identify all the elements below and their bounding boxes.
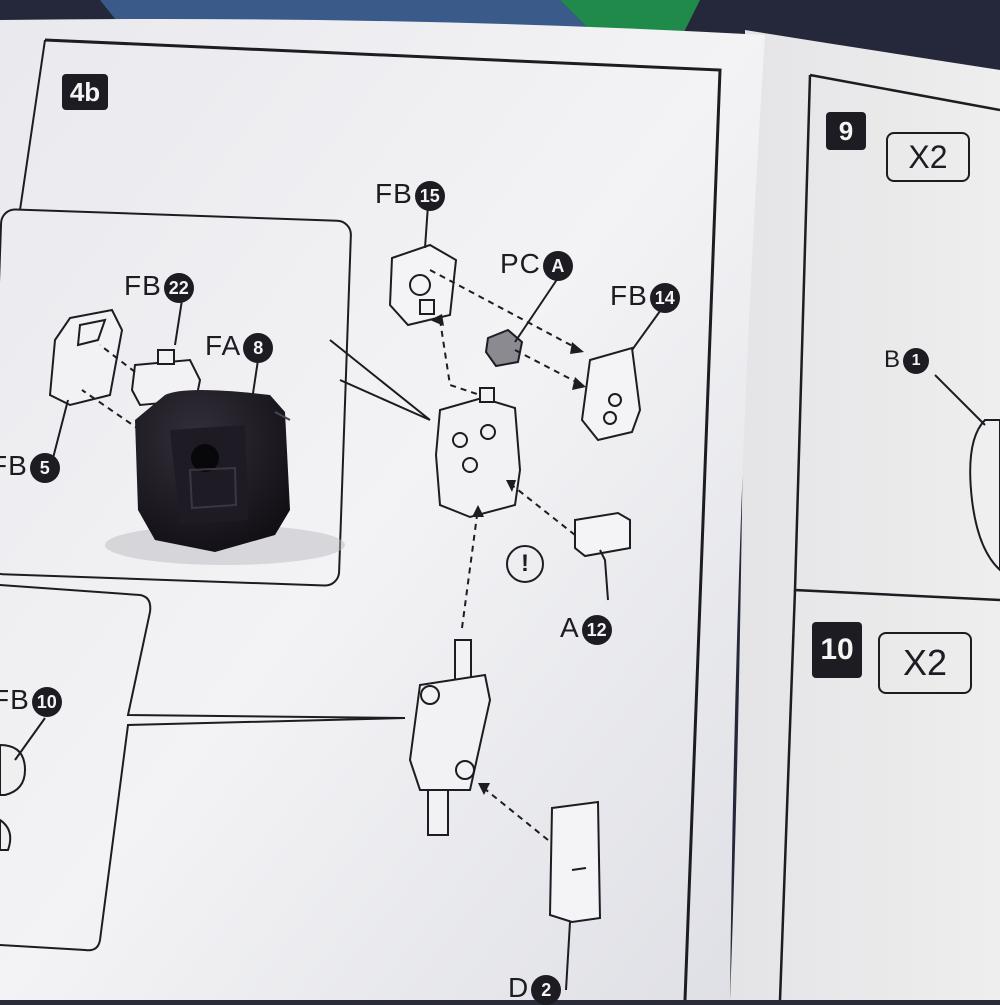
label-fb10-number: 10 — [31, 686, 62, 717]
part-a12 — [574, 511, 631, 558]
step-number-4b: 4b — [62, 74, 108, 110]
label-fb15-number: 15 — [414, 180, 445, 211]
inset-pointer — [329, 339, 431, 421]
step-frame — [44, 38, 722, 1000]
part-joint — [408, 639, 492, 836]
step-number-9: 9 — [826, 112, 866, 150]
label-fb5: FB5 — [0, 450, 60, 483]
part-b1 — [934, 374, 1000, 572]
left-page — [0, 19, 765, 1000]
part-fb14 — [580, 346, 642, 442]
inset-box — [0, 208, 352, 587]
part-d — [548, 800, 602, 991]
step-10-frame — [778, 589, 797, 1000]
part-fb10 — [0, 717, 46, 851]
warning-icon: ! — [506, 545, 544, 583]
step-10-multiplier: X2 — [878, 632, 972, 694]
label-fb22-number: 22 — [163, 272, 194, 303]
part-pca — [484, 328, 524, 368]
label-pca-number: A — [542, 250, 573, 281]
step-number-10: 10 — [812, 622, 862, 678]
label-fb14-number: 14 — [649, 282, 680, 313]
step-9-multiplier: X2 — [886, 132, 970, 182]
part-fb5 — [48, 308, 124, 463]
arrow-heads — [430, 314, 586, 795]
step-frame-left — [19, 39, 46, 211]
label-d-number: 2 — [531, 974, 562, 1005]
label-b1-number: 1 — [903, 347, 930, 374]
part-fb15 — [388, 243, 458, 327]
assembly-arrows — [81, 269, 583, 841]
right-page — [730, 30, 1000, 1000]
part-central-block — [434, 387, 522, 519]
label-fb5-number: 5 — [29, 452, 60, 483]
label-a12-number: 12 — [581, 614, 612, 645]
lower-inset-box — [0, 584, 406, 952]
black-cube-part — [105, 390, 345, 565]
label-fa8-number: 8 — [243, 332, 274, 363]
